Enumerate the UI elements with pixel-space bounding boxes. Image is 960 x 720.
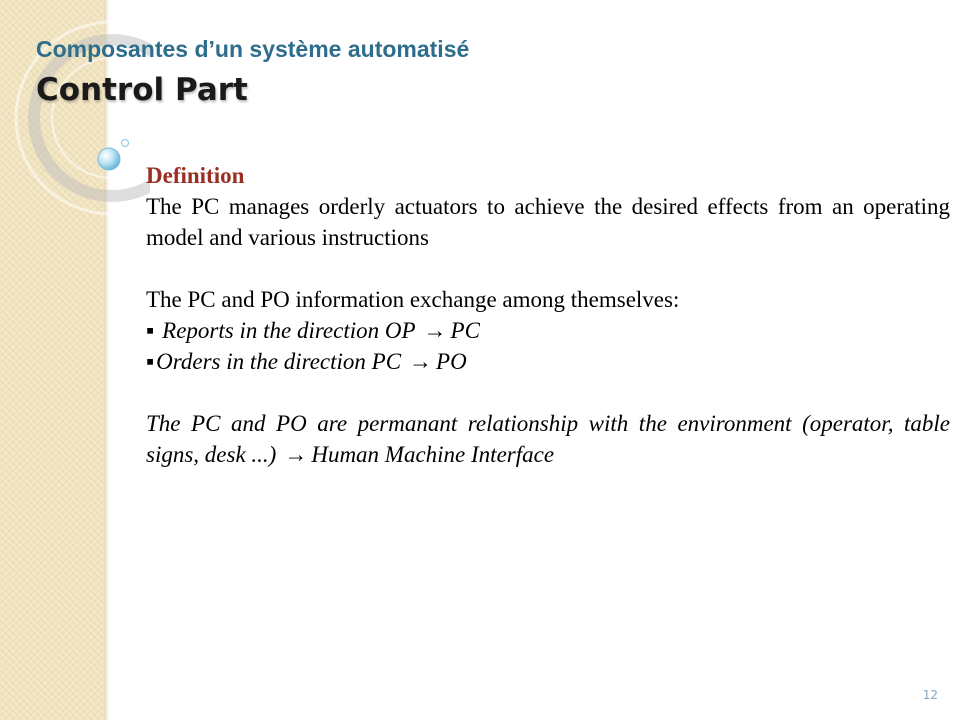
arrow-right-icon: → bbox=[423, 318, 447, 343]
bubble-large-icon bbox=[97, 147, 121, 171]
bubble-small-icon bbox=[121, 139, 129, 147]
bullet-text: Orders in the direction PC bbox=[156, 349, 402, 374]
bullet-reports: ▪ Reports in the direction OP →PC bbox=[146, 315, 950, 346]
slide-title: Control Part bbox=[36, 72, 248, 108]
environment-target: Human Machine Interface bbox=[311, 442, 555, 467]
bullet-text: Reports in the direction OP bbox=[162, 318, 416, 343]
bullet-orders: ▪Orders in the direction PC →PO bbox=[146, 346, 950, 377]
definition-heading: Definition bbox=[146, 163, 245, 188]
definition-text: The PC manages orderly actuators to achi… bbox=[146, 194, 950, 250]
decorative-swirl bbox=[14, 20, 150, 216]
bullet-target: PC bbox=[450, 318, 480, 343]
arrow-right-icon: → bbox=[284, 442, 308, 467]
sidebar-edge bbox=[104, 0, 109, 720]
exchange-intro: The PC and PO information exchange among… bbox=[146, 287, 680, 312]
bullet-square-icon: ▪ bbox=[146, 318, 155, 343]
environment-text: The PC and PO are permanant relationship… bbox=[146, 411, 950, 467]
bullet-target: PO bbox=[436, 349, 467, 374]
slide-body: Definition The PC manages orderly actuat… bbox=[146, 160, 950, 470]
spacer bbox=[146, 253, 950, 284]
page-number: 12 bbox=[922, 688, 938, 702]
spacer bbox=[146, 377, 950, 408]
arrow-right-icon: → bbox=[409, 349, 433, 374]
slide-subtitle: Composantes d’un système automatisé bbox=[36, 36, 470, 62]
environment-paragraph: The PC and PO are permanant relationship… bbox=[146, 408, 950, 470]
bullet-square-icon: ▪ bbox=[146, 349, 155, 374]
